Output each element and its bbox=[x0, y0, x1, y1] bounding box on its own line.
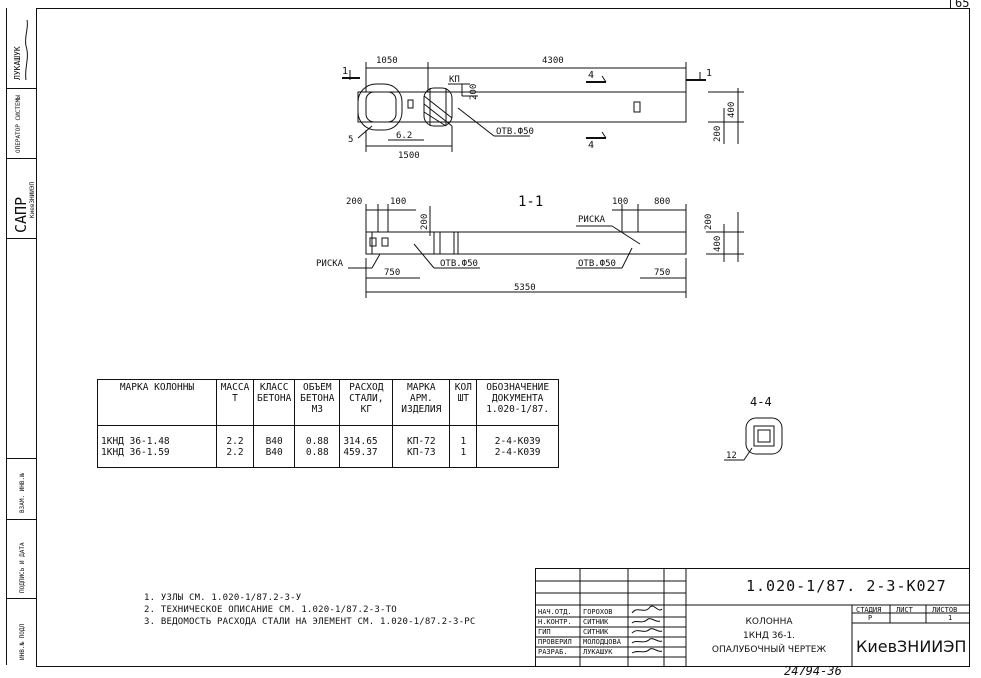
drawing-name: КОЛОННА 1КНД 36-1. ОПАЛУБОЧНЫЙ ЧЕРТЕЖ bbox=[688, 615, 850, 657]
role-nach-otd: НАЧ.ОТД. bbox=[538, 608, 572, 616]
section-title-1-1: 1-1 bbox=[518, 194, 543, 210]
dim-100-sec: 100 bbox=[390, 197, 406, 207]
dim-6-2: 6.2 bbox=[396, 131, 412, 141]
dim-200-top: 200 bbox=[469, 84, 479, 100]
th-kol: КОЛ ШТ bbox=[449, 379, 478, 426]
dim-1500: 1500 bbox=[398, 151, 420, 161]
sheets-label: ЛИСТОВ bbox=[932, 606, 958, 614]
note-3: 3. ВЕДОМОСТЬ РАСХОДА СТАЛИ НА ЭЛЕМЕНТ СМ… bbox=[144, 617, 476, 627]
name-type: ОПАЛУБОЧНЫЙ ЧЕРТЕЖ bbox=[711, 645, 827, 655]
notes: 1. УЗЛЫ СМ. 1.020-1/87.2-3-У 2. ТЕХНИЧЕС… bbox=[144, 592, 476, 628]
role-razrab: РАЗРАБ. bbox=[538, 648, 568, 656]
name-lukashuk: ЛУКАШУК bbox=[583, 648, 613, 656]
page-number: 65 bbox=[955, 0, 970, 10]
note-2: 2. ТЕХНИЧЕСКОЕ ОПИСАНИЕ СМ. 1.020-1/87.2… bbox=[144, 605, 397, 615]
title-block: НАЧ.ОТД. Н.КОНТР. ГИП ПРОВЕРИЛ РАЗРАБ. Г… bbox=[535, 568, 969, 666]
dim-800-sec: 800 bbox=[654, 197, 670, 207]
bottom-number: 24794-36 bbox=[784, 664, 842, 678]
side-inv: ИНВ.№ ПОДЛ bbox=[19, 623, 26, 660]
sec-mark-4-bottom: 4 bbox=[588, 140, 594, 151]
label-otv-a: ОТВ.Ф50 bbox=[440, 259, 478, 269]
org-name: КиевЗНИИЭП bbox=[856, 637, 967, 656]
stage-value: Р bbox=[868, 614, 873, 622]
side-sapr: САПР bbox=[12, 197, 30, 233]
side-operator: ОПЕРАТОР СИСТЕМЫ bbox=[15, 95, 22, 153]
role-gip: ГИП bbox=[538, 628, 551, 636]
th-klass: КЛАСС БЕТОНА bbox=[252, 379, 296, 426]
name-title: КОЛОННА bbox=[745, 617, 793, 627]
dim-100r-sec: 100 bbox=[612, 197, 628, 207]
dim-400-sec-right: 400 bbox=[713, 236, 723, 252]
dim-750-b: 750 bbox=[654, 268, 670, 278]
stage-label: СТАДИЯ bbox=[856, 606, 882, 614]
name-molodtsova: МОЛОДЦОВА bbox=[583, 638, 621, 646]
side-podpis: ПОДПИСЬ И ДАТА bbox=[19, 542, 26, 593]
th-obem: ОБЪЕМ БЕТОНА М3 bbox=[294, 379, 341, 426]
section-title-4-4: 4-4 bbox=[750, 395, 772, 409]
side-stamp: ЛУКАШУК ОПЕРАТОР СИСТЕМЫ САПР КиевЗНИИЭП… bbox=[6, 8, 36, 665]
role-n-kontr: Н.КОНТР. bbox=[538, 618, 572, 626]
sec-mark-1-right: 1 bbox=[706, 68, 712, 79]
note-1: 1. УЗЛЫ СМ. 1.020-1/87.2-3-У bbox=[144, 593, 302, 603]
side-lukashuk: ЛУКАШУК bbox=[13, 46, 22, 80]
th-rashod: РАСХОД СТАЛИ, КГ bbox=[339, 379, 394, 426]
sec-mark-4-top: 4 bbox=[588, 70, 594, 81]
dim-400-right: 400 bbox=[727, 102, 737, 118]
th-oboz: ОБОЗНАЧЕНИЕ ДОКУМЕНТА 1.020-1/87. bbox=[476, 379, 559, 426]
th-marka: МАРКА КОЛОННЫ bbox=[97, 379, 217, 426]
role-proveril: ПРОВЕРИЛ bbox=[538, 638, 572, 646]
dim-5350: 5350 bbox=[514, 283, 536, 293]
label-5: 5 bbox=[348, 135, 353, 145]
drawing-frame bbox=[36, 8, 970, 667]
name-sitnik-2: СИТНИК bbox=[583, 628, 609, 636]
dim-200-sec-right: 200 bbox=[704, 214, 714, 230]
label-kp: КП bbox=[449, 75, 460, 85]
column-top-view bbox=[342, 62, 744, 152]
sec-mark-1-left: 1 bbox=[342, 66, 348, 77]
spec-header-row: МАРКА КОЛОННЫ МАССА Т КЛАСС БЕТОНА ОБЪЕМ… bbox=[97, 379, 559, 426]
column-section-1-1 bbox=[348, 204, 744, 298]
name-mark: 1КНД 36-1. bbox=[742, 631, 796, 641]
page-number-box bbox=[950, 0, 981, 8]
label-12: 12 bbox=[726, 451, 737, 461]
th-arm: МАРКА АРМ. ИЗДЕЛИЯ bbox=[392, 379, 451, 426]
left-margin-line bbox=[6, 8, 7, 665]
label-otv-top: ОТВ.Ф50 bbox=[496, 127, 534, 137]
section-4-4 bbox=[724, 417, 783, 461]
dim-200v-sec: 200 bbox=[420, 214, 430, 230]
spec-table: МАРКА КОЛОННЫ МАССА Т КЛАСС БЕТОНА ОБЪЕМ… bbox=[97, 379, 559, 468]
side-vzam: ВЗАМ. ИНВ.№ bbox=[19, 473, 26, 513]
dim-750-a: 750 bbox=[384, 268, 400, 278]
label-otv-b: ОТВ.Ф50 bbox=[578, 259, 616, 269]
label-riska-left: РИСКА bbox=[316, 259, 344, 269]
dim-200-right: 200 bbox=[713, 126, 723, 142]
side-kiev: КиевЗНИИЭП bbox=[29, 181, 36, 218]
doc-code: 1.020-1/87. 2-3-К027 bbox=[746, 577, 947, 595]
dim-200-sec: 200 bbox=[346, 197, 362, 207]
column-end-head bbox=[357, 83, 403, 131]
name-gorohov: ГОРОХОВ bbox=[583, 608, 613, 616]
sheet-label: ЛИСТ bbox=[896, 606, 913, 614]
dim-1050: 1050 bbox=[376, 56, 398, 66]
dim-4300: 4300 bbox=[542, 56, 564, 66]
sheets-value: 1 bbox=[948, 614, 953, 622]
name-sitnik-1: СИТНИК bbox=[583, 618, 609, 626]
label-riska-top: РИСКА bbox=[578, 215, 606, 225]
th-massa: МАССА Т bbox=[216, 379, 254, 426]
